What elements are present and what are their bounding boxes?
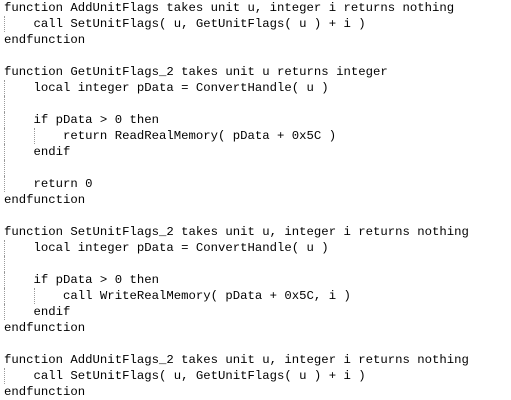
- code-line-text: call WriteRealMemory( pData + 0x5C, i ): [4, 289, 351, 303]
- indent-guide: [4, 144, 5, 160]
- code-line-text: return 0: [4, 177, 93, 191]
- code-line-text: endfunction: [4, 193, 86, 207]
- code-line-text: function GetUnitFlags_2 takes unit u ret…: [4, 65, 388, 79]
- code-editor[interactable]: function AddUnitFlags takes unit u, inte…: [4, 0, 511, 400]
- code-line-text: local integer pData = ConvertHandle( u ): [4, 241, 329, 255]
- indent-guide: [4, 176, 5, 192]
- indent-guide: [4, 304, 5, 320]
- code-line-text: function AddUnitFlags_2 takes unit u, in…: [4, 353, 469, 367]
- code-line-text: if pData > 0 then: [4, 273, 159, 287]
- indent-guide: [4, 240, 5, 256]
- indent-guide: [4, 16, 5, 32]
- code-line[interactable]: endfunction: [4, 320, 511, 336]
- code-line[interactable]: call WriteRealMemory( pData + 0x5C, i ): [4, 288, 511, 304]
- code-line-text: function SetUnitFlags_2 takes unit u, in…: [4, 225, 469, 239]
- indent-guide: [4, 96, 5, 112]
- code-line-text: endif: [4, 305, 71, 319]
- indent-guide: [4, 272, 5, 288]
- code-line[interactable]: function SetUnitFlags_2 takes unit u, in…: [4, 224, 511, 240]
- indent-guide: [33, 288, 35, 304]
- code-line[interactable]: function AddUnitFlags takes unit u, inte…: [4, 0, 511, 16]
- code-line-text: if pData > 0 then: [4, 113, 159, 127]
- code-line-text: call SetUnitFlags( u, GetUnitFlags( u ) …: [4, 369, 366, 383]
- code-line[interactable]: endif: [4, 304, 511, 320]
- code-line[interactable]: function GetUnitFlags_2 takes unit u ret…: [4, 64, 511, 80]
- code-line[interactable]: if pData > 0 then: [4, 112, 511, 128]
- code-line-text: return ReadRealMemory( pData + 0x5C ): [4, 129, 337, 143]
- indent-guide: [4, 128, 5, 144]
- code-line-text: local integer pData = ConvertHandle( u ): [4, 81, 329, 95]
- code-line[interactable]: endif: [4, 144, 511, 160]
- code-line[interactable]: function AddUnitFlags_2 takes unit u, in…: [4, 352, 511, 368]
- code-line[interactable]: [4, 208, 511, 224]
- code-line[interactable]: call SetUnitFlags( u, GetUnitFlags( u ) …: [4, 368, 511, 384]
- code-line[interactable]: call SetUnitFlags( u, GetUnitFlags( u ) …: [4, 16, 511, 32]
- code-line[interactable]: [4, 48, 511, 64]
- code-line[interactable]: endfunction: [4, 32, 511, 48]
- code-line[interactable]: endfunction: [4, 384, 511, 400]
- code-line[interactable]: [4, 96, 511, 112]
- indent-guide: [4, 288, 5, 304]
- code-line[interactable]: if pData > 0 then: [4, 272, 511, 288]
- indent-guide: [4, 368, 5, 384]
- code-line[interactable]: [4, 256, 511, 272]
- code-line-text: endif: [4, 145, 71, 159]
- code-line[interactable]: endfunction: [4, 192, 511, 208]
- code-line[interactable]: local integer pData = ConvertHandle( u ): [4, 240, 511, 256]
- code-line[interactable]: [4, 160, 511, 176]
- code-line-text: endfunction: [4, 385, 86, 399]
- indent-guide: [4, 160, 5, 176]
- code-line[interactable]: return 0: [4, 176, 511, 192]
- code-line[interactable]: local integer pData = ConvertHandle( u ): [4, 80, 511, 96]
- code-line-text: function AddUnitFlags takes unit u, inte…: [4, 1, 455, 15]
- code-line-text: endfunction: [4, 321, 86, 335]
- code-line-text: endfunction: [4, 33, 86, 47]
- indent-guide: [4, 256, 5, 272]
- indent-guide: [33, 128, 35, 144]
- indent-guide: [4, 112, 5, 128]
- code-line[interactable]: [4, 336, 511, 352]
- indent-guide: [4, 80, 5, 96]
- code-line[interactable]: return ReadRealMemory( pData + 0x5C ): [4, 128, 511, 144]
- code-line-text: call SetUnitFlags( u, GetUnitFlags( u ) …: [4, 17, 366, 31]
